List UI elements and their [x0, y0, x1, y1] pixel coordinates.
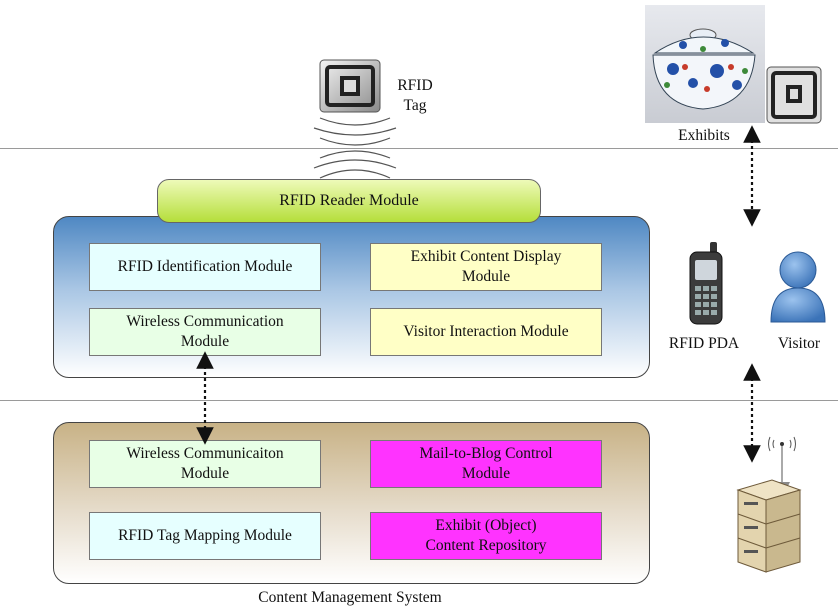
- exhibit-content-display-module: Exhibit Content Display Module: [370, 243, 602, 291]
- wireless-communicaiton-module-cms: Wireless Communicaiton Module: [89, 440, 321, 488]
- pda-label: RFID PDA: [668, 335, 740, 352]
- top-separator-line: [0, 148, 838, 149]
- porcelain-bowl-icon: [645, 5, 822, 124]
- rfid-identification-module: RFID Identification Module: [89, 243, 321, 291]
- rfid-tag-label: RFID Tag: [397, 77, 433, 114]
- pda-icon: [689, 242, 723, 325]
- middle-separator-line: [0, 400, 838, 401]
- radio-waves-icon: [313, 117, 397, 179]
- wireless-communication-module-pda: Wireless Communication Module: [89, 308, 321, 356]
- visitor-interaction-module: Visitor Interaction Module: [370, 308, 602, 356]
- visitor-icon: [770, 251, 826, 323]
- visitor-label: Visitor: [777, 335, 821, 352]
- rfid-tag-icon: [319, 59, 381, 113]
- cms-caption: Content Management System: [258, 589, 442, 606]
- exhibit-content-repository: Exhibit (Object) Content Repository: [370, 512, 602, 560]
- rfid-reader-module: RFID Reader Module: [157, 179, 541, 223]
- exhibits-label: Exhibits: [678, 127, 730, 144]
- server-icon: [736, 436, 802, 573]
- mail-to-blog-control-module: Mail-to-Blog Control Module: [370, 440, 602, 488]
- rfid-tag-mapping-module: RFID Tag Mapping Module: [89, 512, 321, 560]
